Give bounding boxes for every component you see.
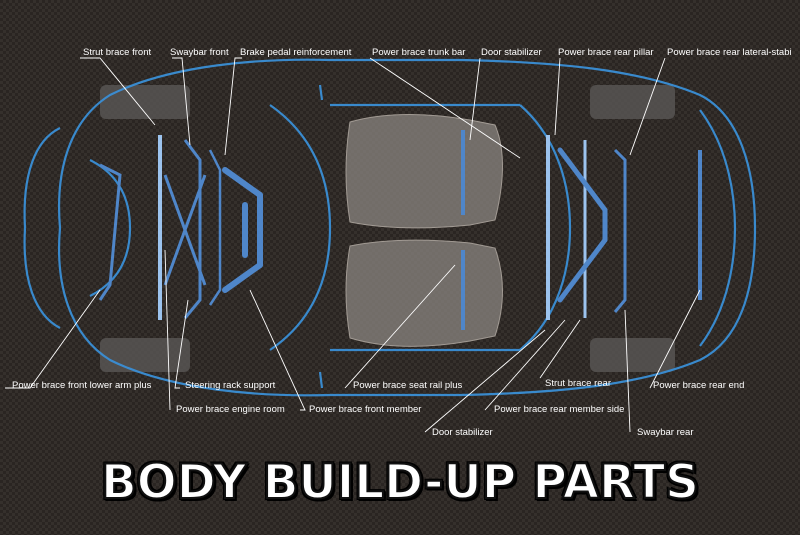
- brake-pedal-reinforcement-part: [208, 149, 222, 306]
- label-swaybar-rear: Swaybar rear: [637, 427, 694, 438]
- label-strut-brace-front: Strut brace front: [83, 47, 152, 58]
- label-power-brace-trunk-bar: Power brace trunk bar: [372, 47, 466, 58]
- label-power-brace-rear-lateral-stabi: Power brace rear lateral-stabi: [667, 47, 792, 58]
- label-strut-brace-rear: Strut brace rear: [545, 378, 611, 389]
- label-power-brace-engine-room: Power brace engine room: [176, 404, 285, 415]
- label-power-brace-rear-member-side: Power brace rear member side: [494, 404, 625, 415]
- power-brace-rear-pillar-part: [557, 147, 608, 303]
- tire-rear-right: [590, 338, 675, 372]
- leader-lines: [5, 57, 701, 433]
- label-door-stabilizer-bottom: Door stabilizer: [432, 427, 493, 438]
- label-door-stabilizer-top: Door stabilizer: [481, 47, 542, 58]
- power-brace-front-lower-arm-part: [98, 163, 122, 301]
- power-brace-engine-room-part: [163, 174, 207, 286]
- label-steering-rack-support: Steering rack support: [185, 380, 276, 391]
- seats: [345, 114, 503, 347]
- label-swaybar-front: Swaybar front: [170, 47, 229, 58]
- tire-rear-left: [590, 85, 675, 119]
- label-power-brace-front-member: Power brace front member: [309, 404, 422, 415]
- page-title: BODY BUILD-UP PARTS: [100, 454, 700, 511]
- tire-front-left: [100, 85, 190, 119]
- swaybar-rear-part: [613, 148, 627, 313]
- power-brace-front-member-part: [222, 167, 263, 293]
- tire-front-right: [100, 338, 190, 372]
- label-brake-pedal-reinforcement: Brake pedal reinforcement: [240, 47, 352, 58]
- swaybar-front: [183, 139, 202, 319]
- label-power-brace-front-lower-arm-plus: Power brace front lower arm plus: [12, 380, 152, 391]
- label-power-brace-seat-rail-plus: Power brace seat rail plus: [353, 380, 463, 391]
- label-power-brace-rear-pillar: Power brace rear pillar: [558, 47, 654, 58]
- label-power-brace-rear-end: Power brace rear end: [653, 380, 745, 391]
